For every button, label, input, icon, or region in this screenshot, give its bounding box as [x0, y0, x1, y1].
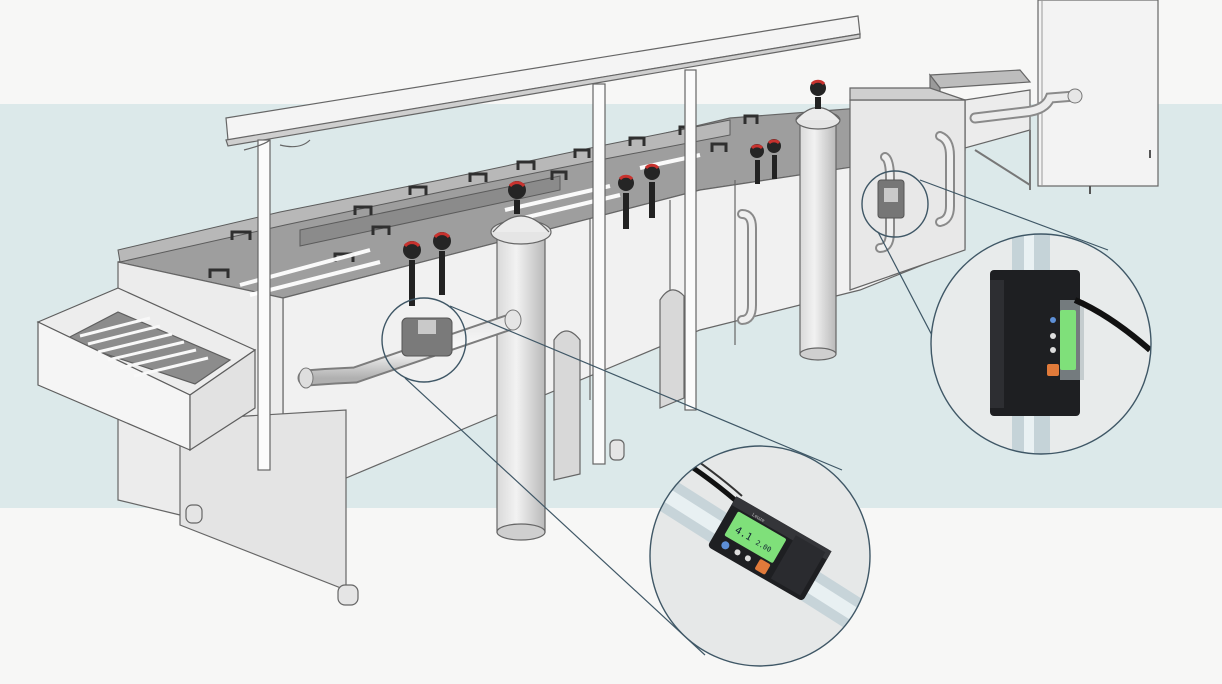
sensor-closeup-front: 4.1 2.00 Leuze	[649, 445, 871, 667]
main-pipe	[297, 309, 522, 389]
tank-lids	[117, 119, 731, 263]
callout-marker-rear	[861, 170, 929, 238]
sensor-closeup-rear	[930, 233, 1152, 455]
filter-column-rear	[795, 106, 841, 361]
overhead-frame	[225, 15, 861, 471]
flow-sensor-icon	[877, 179, 905, 219]
access-doors	[553, 289, 685, 481]
flow-sensor-icon	[401, 317, 453, 357]
callout-marker-front	[381, 297, 467, 383]
filter-column-front	[490, 215, 552, 541]
pressure-gauge-icon	[403, 79, 826, 306]
